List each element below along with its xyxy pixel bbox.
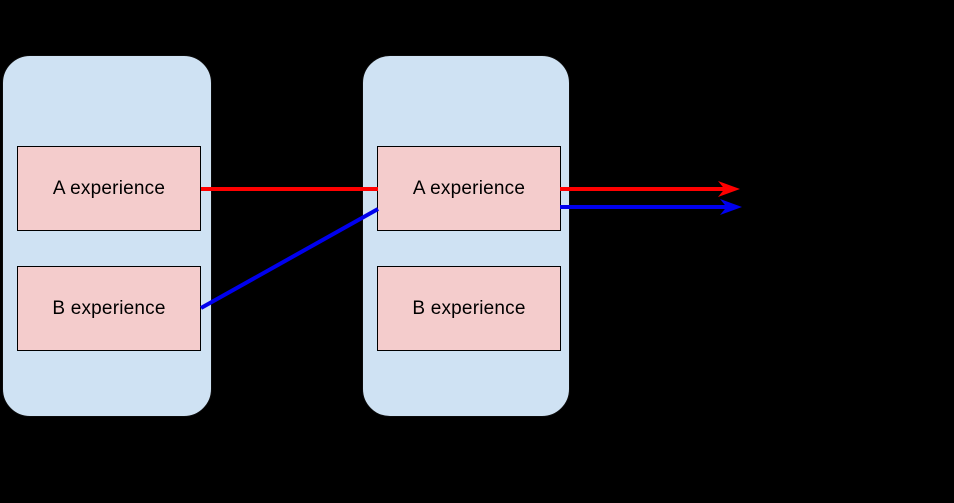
box-label: A experience <box>412 177 526 199</box>
box-left-b-experience: B experience <box>17 266 201 351</box>
blue-arrowhead-icon <box>720 199 742 215</box>
right-rounded-container: A experience B experience <box>362 55 570 417</box>
blue-arrow-segment-1 <box>200 207 379 310</box>
box-left-a-experience: A experience <box>17 146 201 231</box>
box-label: B experience <box>412 297 526 319</box>
red-arrowhead-icon <box>718 181 740 197</box>
box-label: B experience <box>52 297 166 319</box>
box-label: A experience <box>52 177 166 199</box>
box-right-a-experience: A experience <box>377 146 561 231</box>
left-rounded-container: A experience B experience <box>2 55 212 417</box>
box-right-b-experience: B experience <box>377 266 561 351</box>
